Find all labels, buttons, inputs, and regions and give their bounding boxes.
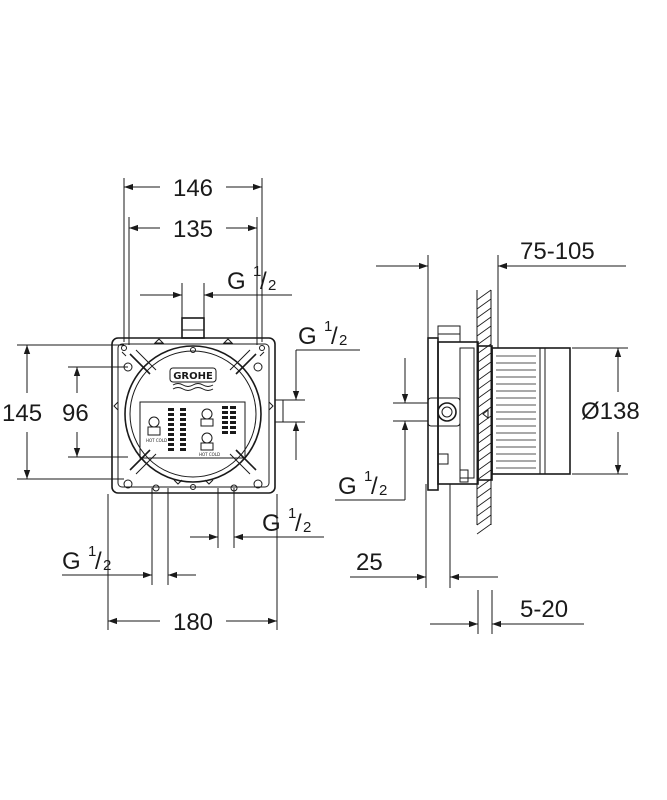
svg-text:G: G (62, 548, 81, 575)
svg-text:2: 2 (103, 557, 111, 574)
box-inner-outline (117, 343, 270, 488)
svg-text:/: / (260, 268, 267, 295)
svg-text:2: 2 (379, 482, 387, 499)
svg-text:2: 2 (268, 277, 276, 294)
svg-text:/: / (295, 510, 302, 537)
dim-height-96: 96 (62, 400, 89, 427)
side-outlet (427, 397, 461, 427)
thread-label-top: G 1 / 2 (227, 263, 276, 295)
right-pipe-stub (274, 399, 284, 423)
thread-label-side: G 1 / 2 (338, 468, 387, 500)
svg-text:G: G (262, 510, 281, 537)
thread-label-bottom-left: G 1 / 2 (62, 543, 111, 575)
svg-text:2: 2 (303, 519, 311, 536)
wall-section (476, 289, 492, 535)
dim-width-146: 146 (173, 175, 213, 202)
thread-label-right: G 1 / 2 (298, 318, 347, 350)
svg-text:G: G (298, 323, 317, 350)
housing-body (437, 341, 479, 485)
cartridge-circle (124, 345, 262, 483)
svg-text:1: 1 (324, 318, 332, 335)
svg-text:G: G (227, 268, 246, 295)
dim-depth-75-105: 75-105 (520, 238, 595, 265)
top-pipe-stub (181, 317, 205, 339)
svg-text:1: 1 (288, 505, 296, 522)
outlet-pictogram-right (200, 408, 214, 451)
mount-clamps (129, 353, 257, 471)
svg-text:1: 1 (88, 543, 96, 560)
dim-width-135: 135 (173, 216, 213, 243)
outlet-pictogram-left (147, 416, 161, 436)
svg-text:HOT COLD: HOT COLD (199, 452, 220, 457)
svg-text:2: 2 (339, 332, 347, 349)
svg-text:/: / (331, 323, 338, 350)
dim-plaster-5-20: 5-20 (520, 596, 568, 623)
thread-label-bottom-right: G 1 / 2 (262, 505, 311, 537)
dim-width-180: 180 (173, 609, 213, 636)
front-view: GROHE HOT COLD HOT COLD (2, 175, 360, 636)
svg-text:HOT COLD: HOT COLD (146, 438, 167, 443)
dim-height-145: 145 (2, 400, 42, 427)
dim-offset-25: 25 (356, 549, 383, 576)
dim-diameter-138: Ø138 (581, 398, 640, 425)
svg-text:1: 1 (253, 263, 261, 280)
svg-text:1: 1 (364, 468, 372, 485)
svg-text:/: / (371, 473, 378, 500)
svg-text:G: G (338, 473, 357, 500)
mounting-plate (427, 337, 439, 491)
cartridge-body (491, 347, 571, 475)
svg-text:/: / (95, 548, 102, 575)
brand-logo: GROHE (173, 371, 213, 382)
side-view: 75-105 Ø138 G 1 / 2 25 5-20 (335, 238, 640, 634)
